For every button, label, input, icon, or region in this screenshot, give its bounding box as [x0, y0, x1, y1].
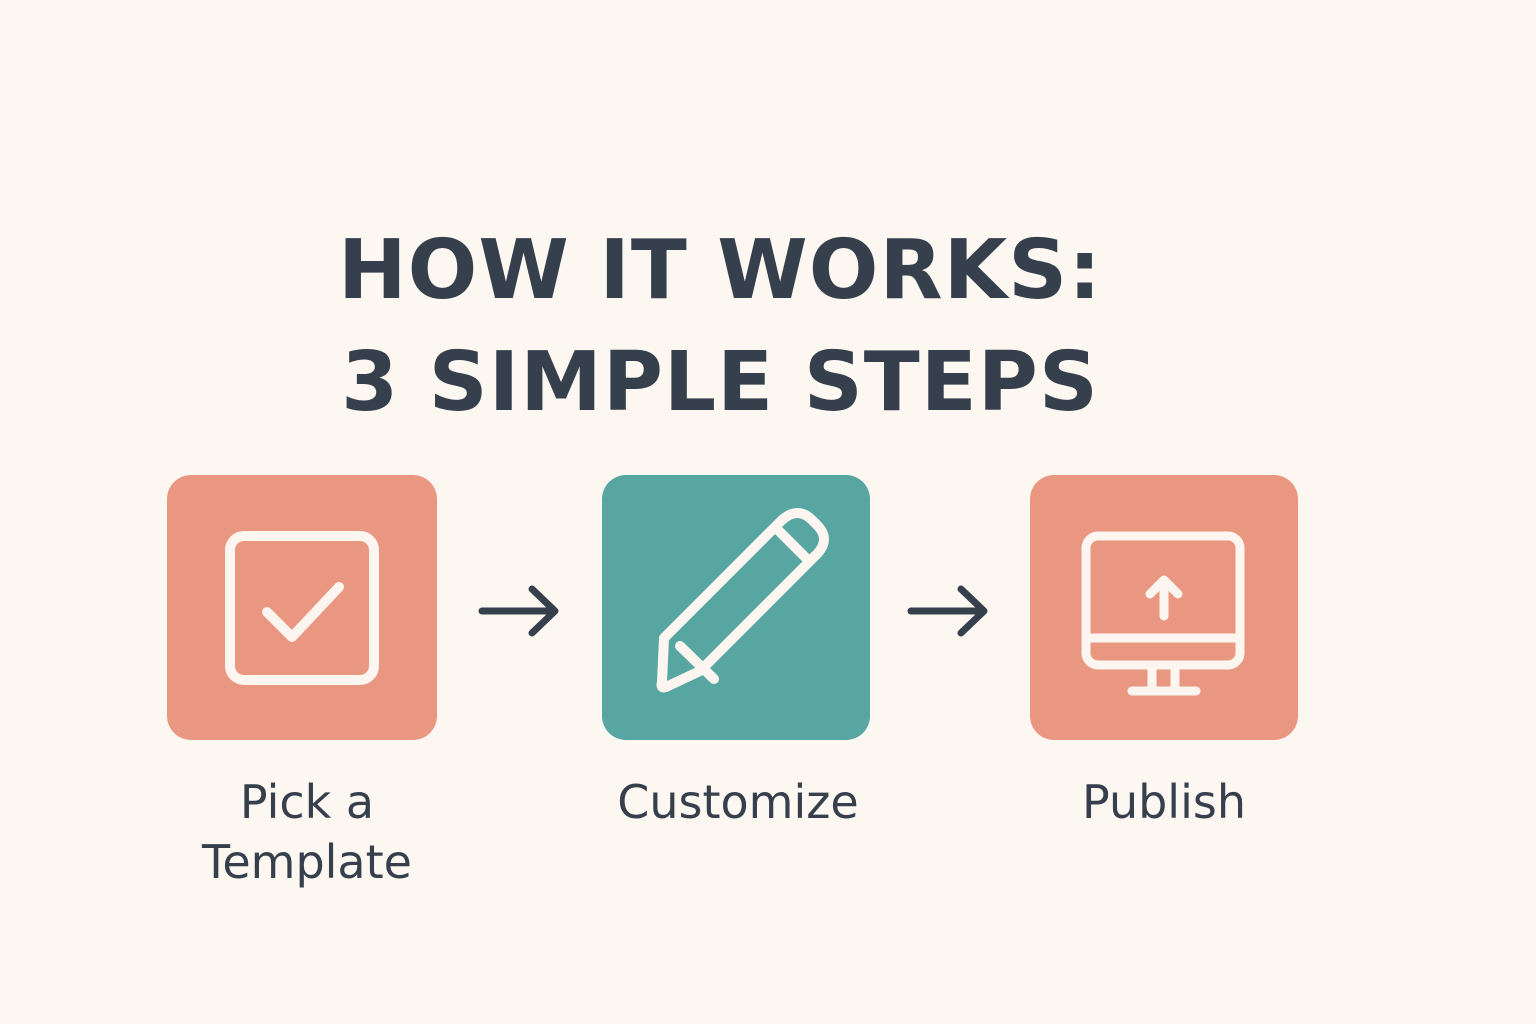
title-line-2: 3 SIMPLE STEPS — [341, 334, 1099, 430]
step-3-card — [1030, 475, 1298, 740]
arrow-right-icon — [478, 585, 559, 637]
step-3-label: Publish — [1014, 772, 1314, 832]
page-title: HOW IT WORKS: 3 SIMPLE STEPS — [0, 215, 1440, 439]
step-3-label-line-1: Publish — [1082, 775, 1246, 829]
monitor-upload-icon — [1081, 531, 1245, 696]
step-1-label: Pick a Template — [157, 772, 457, 892]
arrow-right-icon — [907, 585, 988, 637]
step-2-label: Customize — [588, 772, 888, 832]
step-1-label-line-2: Template — [202, 835, 412, 889]
step-2-label-line-1: Customize — [617, 775, 859, 829]
step-1-label-line-1: Pick a — [239, 775, 375, 829]
step-1-card — [167, 475, 437, 740]
step-2-card — [602, 475, 870, 740]
checkbox-icon — [225, 531, 379, 685]
title-line-1: HOW IT WORKS: — [337, 222, 1102, 318]
pencil-icon — [656, 508, 829, 693]
